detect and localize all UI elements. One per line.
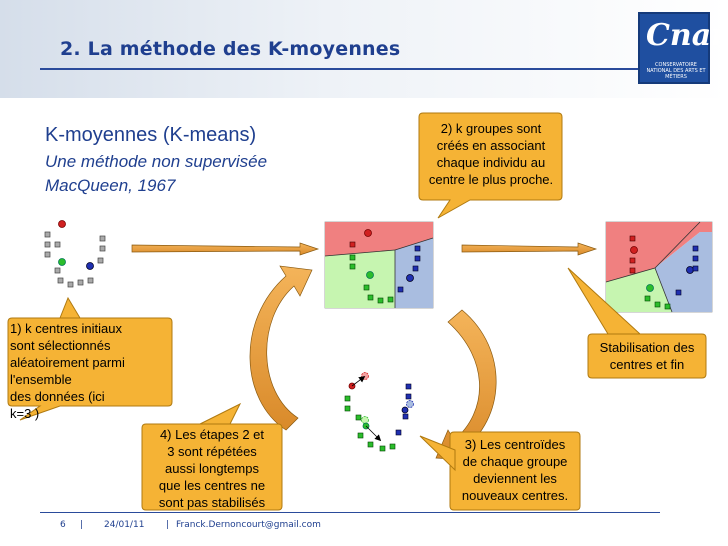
- centroid-update-panel: [344, 372, 414, 452]
- footer-separator: |: [80, 520, 84, 530]
- footer-email: Franck.Dernoncourt@gmail.com: [176, 520, 321, 530]
- callout-final-text: Stabilisation des centres et fin: [599, 340, 695, 372]
- footer-date: 24/01/11: [104, 520, 145, 530]
- citation: MacQueen, 1967: [45, 176, 176, 195]
- cycle-arrow-up: [249, 265, 313, 431]
- title-divider: [40, 68, 656, 70]
- callout-step4: [141, 402, 283, 511]
- initial-points-panel: [44, 220, 106, 288]
- callout-step2: [418, 112, 563, 219]
- cycle-arrow-down: [435, 309, 497, 461]
- footer-separator: |: [166, 520, 170, 530]
- callout-step1: [7, 296, 173, 421]
- arrow-to-final: [461, 242, 598, 256]
- section-heading: K-moyennes (K-means): [45, 124, 257, 146]
- logo-caption: CONSERVATOIRE NATIONAL DES ARTS ET MÉTIE…: [646, 62, 706, 80]
- page-number: 6: [60, 520, 66, 530]
- callout-step3-text: 3) Les centroïdes de chaque groupe devie…: [461, 437, 569, 503]
- final-panel: [605, 221, 713, 313]
- assignment-panel: [324, 221, 434, 309]
- section-subtitle: Une méthode non supervisée: [45, 152, 268, 171]
- arrow-to-step2: [131, 242, 320, 256]
- slide-title: 2. La méthode des K-moyennes: [60, 38, 401, 60]
- callout-step4-text: 4) Les étapes 2 et 3 sont répétées aussi…: [158, 427, 266, 510]
- callout-final: [567, 267, 707, 379]
- header-band: [0, 0, 728, 98]
- callout-step1-text: 1) k centres initiaux sont sélectionnés …: [10, 321, 125, 421]
- cnam-logo: Cnam CONSERVATOIRE NATIONAL DES ARTS ET …: [638, 12, 728, 84]
- callout-step2-text: 2) k groupes sont créés en associant cha…: [428, 121, 554, 187]
- callout-step3: [419, 431, 581, 511]
- footer-divider: [40, 512, 660, 513]
